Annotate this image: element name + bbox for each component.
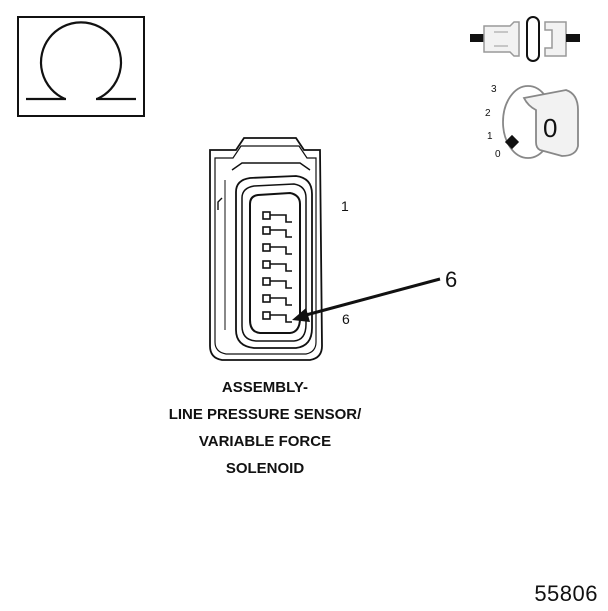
caption-line: SOLENOID bbox=[225, 460, 305, 477]
ignition-key-icon: 3 2 1 0 0 bbox=[485, 84, 579, 160]
ignition-position-1: 1 bbox=[487, 131, 493, 142]
connector-face bbox=[209, 137, 323, 361]
connector-pin bbox=[262, 243, 292, 255]
ignition-position-3: 3 bbox=[491, 84, 497, 95]
key-label: 0 bbox=[543, 113, 557, 143]
figure-number: 55806 bbox=[534, 581, 598, 606]
component-caption: ASSEMBLY- LINE PRESSURE SENSOR/ VARIABLE… bbox=[130, 374, 400, 482]
probe-arrow bbox=[292, 277, 441, 322]
disconnected-connector-icon bbox=[470, 16, 580, 62]
caption-line: VARIABLE FORCE bbox=[198, 433, 332, 450]
connector-pin bbox=[262, 294, 292, 306]
probe-pin-label: 6 bbox=[445, 267, 457, 292]
caption-line: LINE PRESSURE SENSOR/ bbox=[168, 406, 362, 423]
connector-pins bbox=[262, 211, 292, 323]
connector-pin bbox=[262, 260, 292, 272]
connector-pin bbox=[262, 211, 292, 223]
key-position-marker bbox=[504, 134, 520, 150]
ignition-position-0: 0 bbox=[495, 149, 501, 160]
pin-label-top: 1 bbox=[341, 198, 349, 214]
connector-pin bbox=[262, 277, 292, 289]
caption-line: ASSEMBLY- bbox=[221, 379, 309, 396]
ohmmeter-omega-icon bbox=[17, 16, 145, 117]
pin-label-bottom: 6 bbox=[342, 311, 350, 327]
connector-pin bbox=[262, 311, 292, 323]
connector-pin bbox=[262, 226, 292, 238]
ignition-position-2: 2 bbox=[485, 108, 491, 119]
